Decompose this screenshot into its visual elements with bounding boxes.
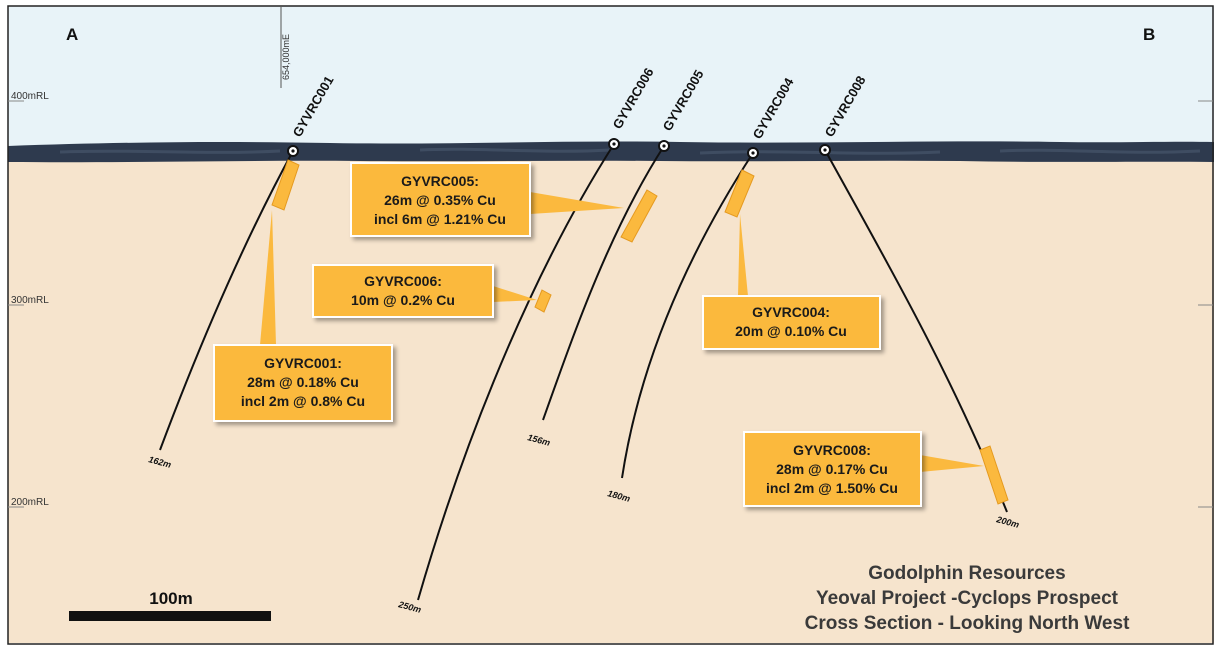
drill-trace-gyvrc005 [542, 145, 665, 421]
intercept-gyvrc005 [620, 189, 658, 243]
callout-title-gyvrc008: GYVRC008: [793, 442, 871, 458]
callout-line-gyvrc008-2: incl 2m @ 1.50% Cu [766, 480, 898, 496]
intercept-gyvrc004 [724, 169, 755, 218]
scale-bar-label: 100m [149, 589, 192, 608]
callout-title-gyvrc004: GYVRC004: [752, 304, 830, 320]
title-section: Cross Section - Looking North West [805, 613, 1130, 634]
corner-label-a: A [66, 25, 78, 44]
ground-area [8, 148, 1214, 643]
surface-texture [59, 147, 1201, 155]
callout-line-gyvrc008-1: 28m @ 0.17% Cu [776, 461, 888, 477]
callout-gyvrc005: GYVRC005: 26m @ 0.35% Cu incl 6m @ 1.21%… [350, 162, 531, 237]
title-company: Godolphin Resources [868, 563, 1065, 584]
callout-line-gyvrc005-1: 26m @ 0.35% Cu [384, 192, 496, 208]
callout-gyvrc004: GYVRC004: 20m @ 0.10% Cu [702, 295, 881, 350]
callout-title-gyvrc006: GYVRC006: [364, 273, 442, 289]
callout-box-gyvrc001 [213, 344, 393, 422]
callout-line-gyvrc006-1: 10m @ 0.2% Cu [351, 292, 455, 308]
collar-dots [291, 142, 827, 155]
callout-title-gyvrc001: GYVRC001: [264, 355, 342, 371]
callout-pointers [260, 192, 984, 472]
easting-label: 654,000mE [281, 34, 291, 80]
callout-line-gyvrc005-2: incl 6m @ 1.21% Cu [374, 211, 506, 227]
intercepts [271, 159, 1009, 505]
callout-line-gyvrc001-1: 28m @ 0.18% Cu [247, 374, 359, 390]
rl-label-200: 200mRL [11, 497, 49, 508]
rl-scale: 400mRL 300mRL 200mRL [8, 91, 1213, 508]
intercept-gyvrc006 [534, 289, 552, 313]
callout-box-gyvrc005 [350, 162, 531, 237]
callout-gyvrc001: GYVRC001: 28m @ 0.18% Cu incl 2m @ 0.8% … [213, 344, 393, 422]
callout-gyvrc008: GYVRC008: 28m @ 0.17% Cu incl 2m @ 1.50%… [743, 431, 922, 507]
rl-label-400: 400mRL [11, 91, 49, 102]
callout-box-gyvrc008 [743, 431, 922, 507]
scale-bar-line [69, 611, 271, 621]
drill-trace-gyvrc004 [621, 152, 754, 479]
title-block: Godolphin Resources Yeoval Project -Cycl… [805, 563, 1130, 634]
callout-line-gyvrc001-2: incl 2m @ 0.8% Cu [241, 393, 365, 409]
pointer-gyvrc008 [920, 455, 984, 472]
title-project: Yeoval Project -Cyclops Prospect [816, 588, 1119, 609]
callout-box-gyvrc006 [312, 264, 494, 318]
pointer-gyvrc006 [493, 286, 537, 302]
pointer-gyvrc004 [738, 214, 748, 296]
rl-label-300: 300mRL [11, 295, 49, 306]
intercept-gyvrc008 [979, 445, 1009, 505]
drill-trace-gyvrc006 [417, 143, 615, 601]
sky-area [8, 6, 1214, 148]
callout-line-gyvrc004-1: 20m @ 0.10% Cu [735, 323, 847, 339]
corner-label-b: B [1143, 25, 1155, 44]
pointer-gyvrc005 [530, 192, 624, 214]
intercept-gyvrc001 [271, 159, 300, 211]
scale-bar: 100m [69, 589, 271, 621]
callout-title-gyvrc005: GYVRC005: [401, 173, 479, 189]
drill-trace-gyvrc001 [159, 150, 294, 451]
pointer-gyvrc001 [260, 210, 276, 345]
frame-border [7, 5, 1214, 645]
callout-gyvrc006: GYVRC006: 10m @ 0.2% Cu [312, 264, 494, 318]
ground-surface [8, 141, 1214, 163]
callout-box-gyvrc004 [702, 295, 881, 350]
